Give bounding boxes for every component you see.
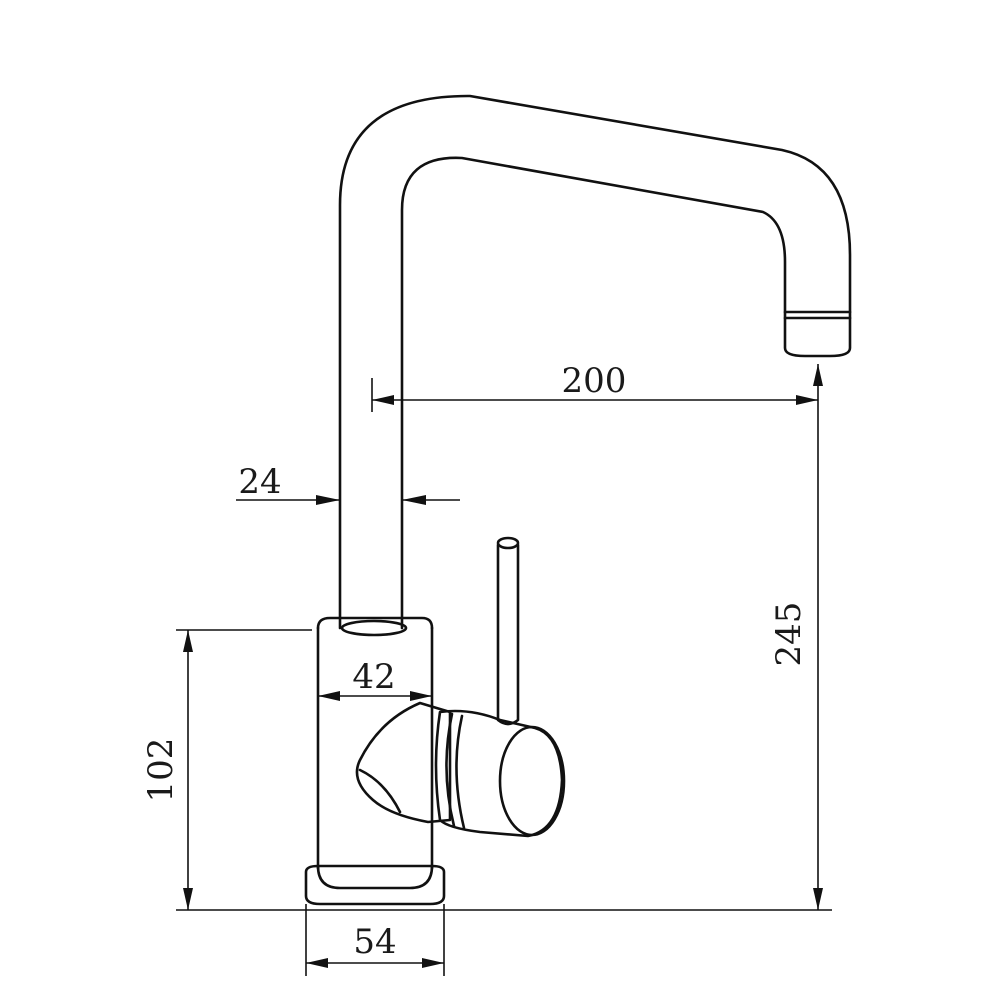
body	[304, 616, 446, 906]
lever-ring	[445, 712, 456, 828]
lever-cap	[498, 725, 566, 837]
dim-spout-diameter: 24	[236, 462, 460, 505]
dim-24-arrow-left	[316, 495, 340, 505]
dim-body-height: 102	[141, 629, 312, 910]
aerator-tip	[783, 310, 852, 358]
lever-ring-inner	[455, 714, 466, 830]
base-flange-inner	[316, 864, 434, 890]
dim-102-arrow-bottom	[183, 888, 193, 910]
dim-54-label: 54	[353, 922, 396, 962]
dim-245-arrow-bottom	[813, 888, 823, 910]
dim-body-diameter: 42	[318, 657, 432, 701]
spout-outer-contour	[338, 94, 852, 630]
lever-handle	[355, 536, 566, 838]
dim-200-label: 200	[562, 361, 627, 401]
dim-24-arrow-right	[402, 495, 426, 505]
dim-42-arrow-right	[410, 691, 432, 701]
dim-24-label: 24	[238, 462, 281, 502]
dim-200-arrow-right	[796, 395, 818, 405]
body-top	[316, 616, 434, 630]
dim-spout-reach: 200	[371, 361, 818, 412]
lever-wedge	[355, 701, 452, 824]
base-flange	[304, 864, 446, 906]
lever-wedge-fold	[358, 768, 402, 814]
spout-collar	[340, 619, 408, 637]
dim-42-arrow-left	[318, 691, 340, 701]
dim-54-arrow-right	[422, 958, 444, 968]
spout-inner-contour	[400, 156, 787, 630]
dim-base-diameter: 54	[305, 904, 445, 976]
dim-102-arrow-top	[183, 630, 193, 652]
dim-200-arrow-left	[372, 395, 394, 405]
dim-102-label: 102	[141, 738, 181, 803]
lever-stem-top	[496, 536, 520, 550]
dim-245-label: 245	[769, 602, 809, 667]
dim-42-label: 42	[352, 657, 395, 697]
spout	[338, 94, 852, 630]
dim-54-arrow-left	[306, 958, 328, 968]
lever-stem	[496, 543, 520, 726]
dim-total-height: 245	[769, 364, 823, 910]
dim-245-arrow-top	[813, 364, 823, 386]
